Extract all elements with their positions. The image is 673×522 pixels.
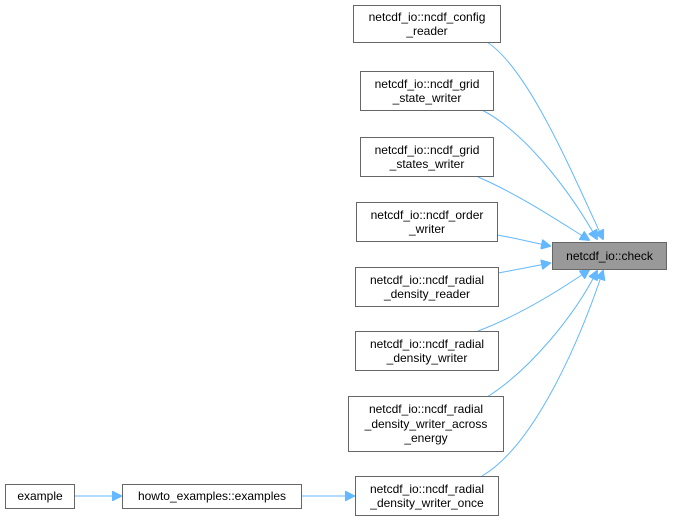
edge-radial-density-writer-across-energy-to-check bbox=[486, 271, 597, 398]
node-ncdf-radial-density-writer[interactable]: netcdf_io::ncdf_radial _density_writer bbox=[355, 331, 499, 371]
node-ncdf-radial-density-writer-label: netcdf_io::ncdf_radial _density_writer bbox=[369, 336, 485, 366]
edge-grid-states-writer-to-check bbox=[477, 176, 589, 240]
node-ncdf-radial-density-writer-across-energy-label: netcdf_io::ncdf_radial _density_writer_a… bbox=[364, 402, 488, 446]
node-ncdf-grid-states-writer-label: netcdf_io::ncdf_grid _states_writer bbox=[374, 142, 480, 172]
edge-order-writer-to-check bbox=[496, 234, 550, 246]
node-netcdf-io-check[interactable]: netcdf_io::check bbox=[552, 242, 667, 270]
node-howto-examples-examples[interactable]: howto_examples::examples bbox=[122, 484, 302, 509]
edge-radial-density-reader-to-check bbox=[497, 263, 550, 274]
edge-layer bbox=[75, 41, 603, 496]
node-ncdf-config-reader[interactable]: netcdf_io::ncdf_config _reader bbox=[353, 5, 501, 43]
node-ncdf-radial-density-writer-once[interactable]: netcdf_io::ncdf_radial _density_writer_o… bbox=[355, 476, 499, 516]
node-ncdf-radial-density-writer-once-label: netcdf_io::ncdf_radial _density_writer_o… bbox=[369, 481, 485, 511]
node-ncdf-order-writer-label: netcdf_io::ncdf_order _writer bbox=[370, 207, 484, 237]
node-ncdf-order-writer[interactable]: netcdf_io::ncdf_order _writer bbox=[356, 202, 498, 242]
node-ncdf-radial-density-writer-across-energy[interactable]: netcdf_io::ncdf_radial _density_writer_a… bbox=[348, 396, 504, 452]
edge-radial-density-writer-to-check bbox=[477, 270, 589, 332]
node-netcdf-io-check-label: netcdf_io::check bbox=[566, 248, 653, 263]
node-ncdf-radial-density-reader-label: netcdf_io::ncdf_radial _density_reader bbox=[369, 272, 485, 302]
node-ncdf-grid-state-writer[interactable]: netcdf_io::ncdf_grid _state_writer bbox=[360, 71, 494, 111]
node-ncdf-grid-state-writer-label: netcdf_io::ncdf_grid _state_writer bbox=[374, 76, 480, 106]
edge-grid-state-writer-to-check bbox=[481, 109, 597, 239]
node-ncdf-grid-states-writer[interactable]: netcdf_io::ncdf_grid _states_writer bbox=[360, 137, 494, 177]
node-ncdf-radial-density-reader[interactable]: netcdf_io::ncdf_radial _density_reader bbox=[355, 267, 499, 307]
edge-config-reader-to-check bbox=[486, 41, 603, 239]
edge-radial-density-writer-once-to-check bbox=[481, 271, 603, 477]
node-howto-examples-examples-label: howto_examples::examples bbox=[137, 489, 287, 504]
node-ncdf-config-reader-label: netcdf_io::ncdf_config _reader bbox=[368, 9, 486, 39]
node-example[interactable]: example bbox=[5, 484, 75, 509]
node-example-label: example bbox=[17, 489, 63, 504]
